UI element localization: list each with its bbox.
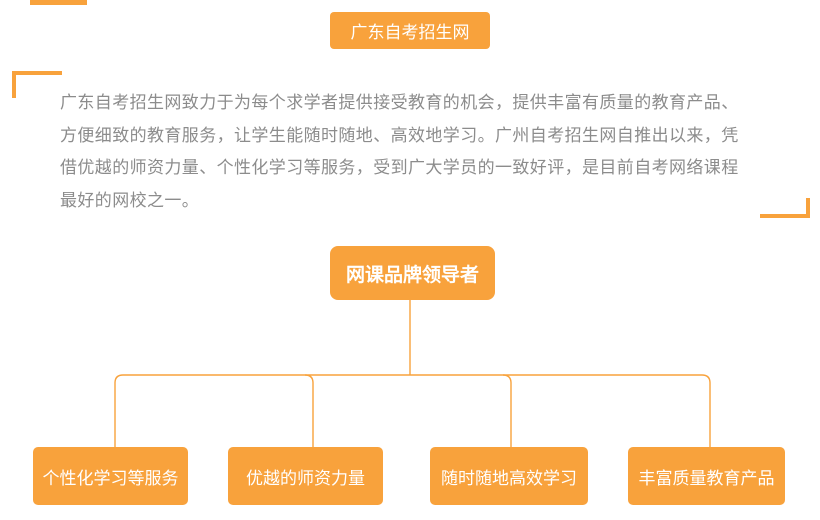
site-title-badge: 广东自考招生网 [330, 12, 490, 49]
top-accent-dash [30, 0, 87, 5]
feature-box-label: 优越的师资力量 [246, 468, 365, 488]
feature-box-label: 随时随地高效学习 [441, 468, 577, 488]
intro-paragraph: 广东自考招生网致力于为每个求学者提供接受教育的机会，提供丰富有质量的教育产品、 … [60, 87, 770, 217]
feature-box-teaching-staff: 优越的师资力量 [228, 447, 383, 505]
diagram-root-label: 网课品牌领导者 [345, 264, 479, 286]
feature-box-label: 个性化学习等服务 [42, 468, 179, 488]
feature-box-personalized-learning: 个性化学习等服务 [33, 447, 188, 505]
corner-bracket-top-left [12, 71, 62, 98]
intro-line-3: 借优越的师资力量、个性化学习等服务，受到广大学员的一致好评，是目前自考网络课程 [60, 158, 739, 177]
feature-box-anytime-learning: 随时随地高效学习 [430, 447, 588, 505]
intro-line-2: 方便细致的教育服务，让学生能随时随地、高效地学习。广州自考招生网自推出以来，凭 [60, 125, 739, 145]
diagram-root-badge: 网课品牌领导者 [330, 246, 495, 300]
corner-bracket-bottom-right [760, 198, 810, 218]
site-title-label: 广东自考招生网 [350, 23, 470, 42]
intro-line-1: 广东自考招生网致力于为每个求学者提供接受教育的机会，提供丰富有质量的教育产品、 [60, 93, 739, 112]
intro-line-4: 最好的网校之一。 [60, 190, 200, 210]
feature-box-label: 丰富质量教育产品 [638, 468, 775, 488]
feature-box-quality-products: 丰富质量教育产品 [628, 447, 785, 505]
